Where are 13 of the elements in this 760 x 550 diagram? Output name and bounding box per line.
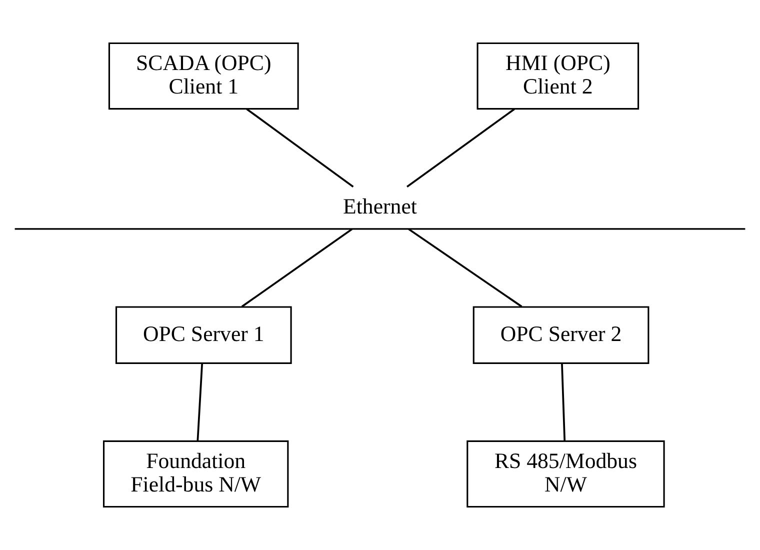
node-box: OPC Server 1 — [115, 306, 292, 364]
connector — [241, 228, 353, 308]
node-box: HMI (OPC) Client 2 — [476, 42, 640, 110]
node-text: Ethernet — [343, 194, 417, 219]
node-box: Foundation Field-bus N/W — [102, 440, 289, 508]
node-box: SCADA (OPC) Client 1 — [108, 42, 299, 110]
connector — [561, 363, 566, 441]
connector — [408, 228, 522, 308]
connector — [246, 108, 354, 188]
connector — [406, 108, 515, 188]
node-box: RS 485/Modbus N/W — [466, 440, 665, 508]
connector — [196, 363, 204, 441]
node-box: OPC Server 2 — [472, 306, 650, 364]
